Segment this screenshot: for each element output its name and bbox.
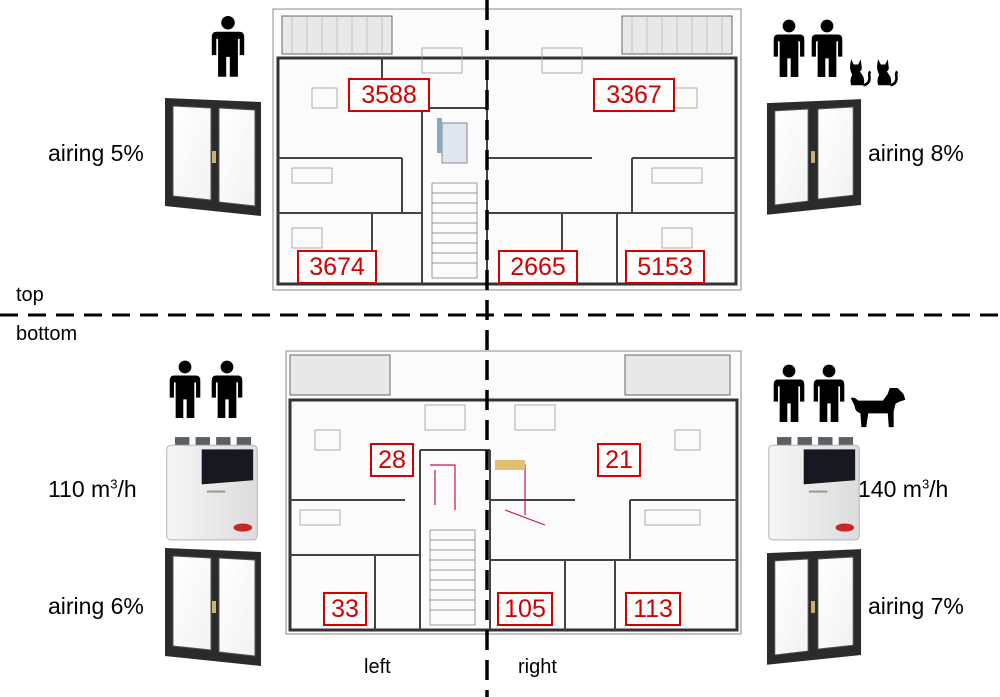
ventilation-unit-picture bbox=[160, 435, 264, 548]
value-box-top-left-large: 3588 bbox=[348, 78, 430, 112]
airing-bottom-right: airing 7% bbox=[868, 593, 964, 619]
person-icon bbox=[810, 15, 844, 83]
floorplan-top bbox=[272, 8, 742, 291]
window-picture bbox=[765, 545, 863, 672]
window-picture bbox=[163, 95, 263, 222]
value-box-bottom-right-small-right: 113 bbox=[625, 592, 681, 626]
label-top: top bbox=[16, 284, 44, 306]
value-box-bottom-left-small: 33 bbox=[323, 592, 367, 626]
value-box-top-right-small-left: 2665 bbox=[498, 250, 578, 284]
person-icon bbox=[210, 12, 246, 82]
value-box-top-right-small-right: 5153 bbox=[625, 250, 705, 284]
value-box-top-left-small: 3674 bbox=[297, 250, 377, 284]
airing-bottom-left: airing 6% bbox=[48, 593, 144, 619]
value-box-bottom-right-small-left: 105 bbox=[497, 592, 553, 626]
airflow-bottom-left: 110 m3/h bbox=[48, 476, 137, 502]
person-icon bbox=[168, 356, 202, 424]
label-left: left bbox=[364, 656, 391, 678]
airflow-bottom-right: 140 m3/h bbox=[858, 476, 949, 502]
cat-icon bbox=[873, 55, 899, 87]
value-box-top-right-large: 3367 bbox=[593, 78, 675, 112]
window-picture bbox=[163, 545, 263, 672]
ventilation-unit-picture bbox=[762, 435, 866, 548]
airing-top-right: airing 8% bbox=[868, 140, 964, 166]
airing-top-left: airing 5% bbox=[48, 140, 144, 166]
floorplan-bottom bbox=[285, 350, 742, 635]
value-box-bottom-right-large: 21 bbox=[597, 443, 641, 477]
dog-icon bbox=[848, 386, 908, 430]
value-box-bottom-left-large: 28 bbox=[370, 443, 414, 477]
label-right: right bbox=[518, 656, 557, 678]
label-bottom: bottom bbox=[16, 323, 78, 345]
person-icon bbox=[772, 15, 806, 83]
person-icon bbox=[812, 360, 846, 428]
person-icon bbox=[772, 360, 806, 428]
cat-icon bbox=[846, 55, 872, 87]
person-icon bbox=[210, 356, 244, 424]
window-picture bbox=[765, 95, 863, 222]
